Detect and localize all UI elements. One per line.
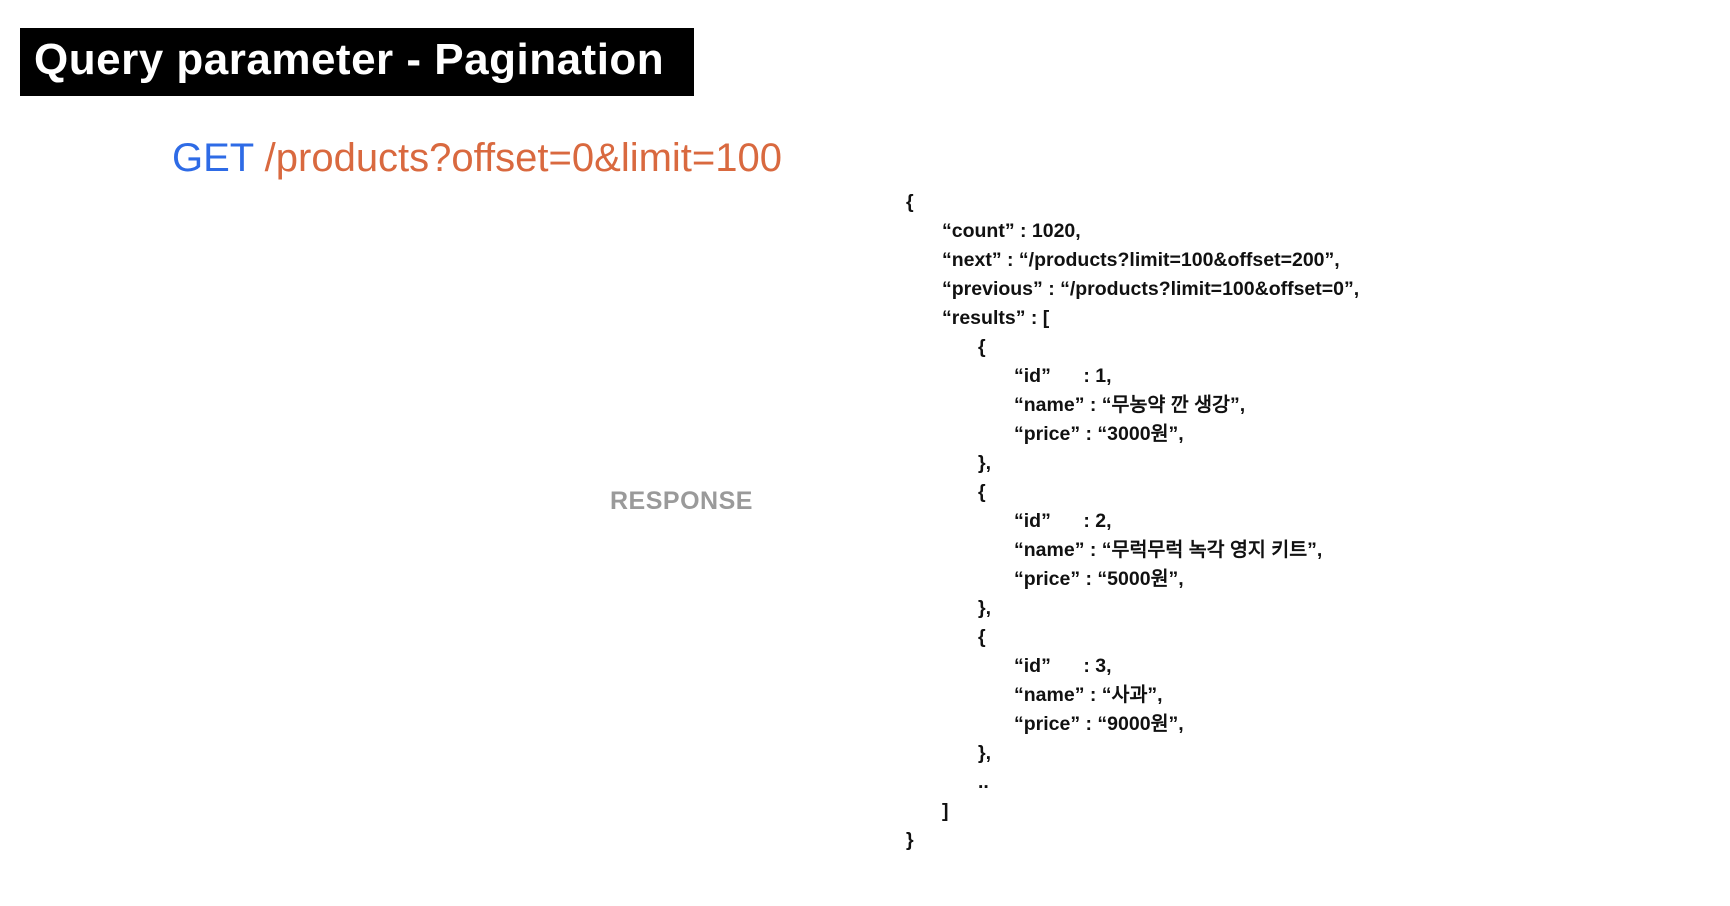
json-line: {	[978, 481, 986, 503]
json-line: ]	[942, 800, 949, 822]
json-line: {	[978, 626, 986, 648]
api-request-line: GET /products?offset=0&limit=100	[172, 136, 782, 181]
json-line: “name” : “무럭무럭 녹각 영지 키트”,	[1014, 539, 1323, 561]
json-line: “price” : “5000원”,	[1014, 568, 1184, 590]
json-line: “id” : 1,	[1014, 365, 1112, 387]
json-line: “name” : “사과”,	[1014, 684, 1163, 706]
response-label: RESPONSE	[610, 487, 753, 515]
json-line: },	[978, 742, 992, 764]
request-path: /products?offset=0&limit=100	[264, 136, 783, 180]
json-line: “count” : 1020,	[942, 220, 1081, 242]
json-line: “price” : “9000원”,	[1014, 713, 1184, 735]
json-line: ..	[978, 771, 989, 793]
json-line: “price” : “3000원”,	[1014, 423, 1184, 445]
json-line: {	[978, 336, 986, 358]
json-line: “previous” : “/products?limit=100&offset…	[942, 278, 1360, 300]
json-line: “id” : 3,	[1014, 655, 1112, 677]
json-line: },	[978, 597, 992, 619]
json-line: “next” : “/products?limit=100&offset=200…	[942, 249, 1340, 271]
page-title: Query parameter - Pagination	[20, 28, 695, 96]
json-line: }	[906, 829, 914, 851]
response-json-block: { “count” : 1020, “next” : “/products?limi…	[906, 188, 1359, 855]
json-line: “results” : [	[942, 307, 1050, 329]
json-line: “name” : “무농약 깐 생강”,	[1014, 394, 1246, 416]
json-line: {	[906, 191, 914, 213]
json-line: “id” : 2,	[1014, 510, 1112, 532]
http-method: GET	[172, 136, 254, 180]
json-line: },	[978, 452, 992, 474]
method-path-space	[254, 136, 265, 180]
